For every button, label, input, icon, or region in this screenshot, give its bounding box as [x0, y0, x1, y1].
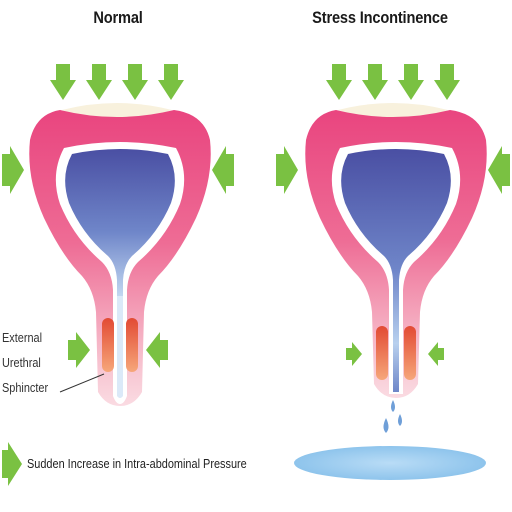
- stress-bladder: [276, 64, 510, 480]
- pressure-arrow-icon: [326, 64, 352, 100]
- pressure-arrow-icon: [2, 146, 24, 194]
- drop-icon: [398, 414, 402, 426]
- urethra: [117, 296, 123, 398]
- bladder-dome: [62, 103, 172, 119]
- pressure-arrow-icon: [362, 64, 388, 100]
- pressure-arrow-icon: [276, 146, 298, 194]
- normal-bladder: [2, 64, 234, 406]
- pressure-arrow-icon: [346, 342, 362, 366]
- pressure-arrow-icon: [488, 146, 510, 194]
- pressure-arrow-icon: [122, 64, 148, 100]
- pressure-arrow-icon: [428, 342, 444, 366]
- urine-puddle: [294, 446, 486, 480]
- title-normal: Normal: [93, 8, 143, 27]
- sphincter-left: [376, 326, 388, 380]
- pressure-arrow-icon: [86, 64, 112, 100]
- pressure-arrow-icon: [50, 64, 76, 100]
- sphincter-leader-line: [59, 373, 105, 393]
- pressure-arrow-icon: [146, 332, 168, 368]
- pressure-arrow-icon: [68, 332, 90, 368]
- urine: [341, 149, 451, 392]
- legend-pressure-arrow-icon: [2, 442, 22, 486]
- pressure-arrow-icon: [212, 146, 234, 194]
- urine-leak-drops: [383, 400, 402, 433]
- pressure-arrow-icon: [398, 64, 424, 100]
- pressure-arrow-icon: [158, 64, 184, 100]
- drop-icon: [383, 418, 389, 433]
- sphincter-right: [126, 318, 138, 372]
- sphincter-label-line1: External: [2, 330, 43, 345]
- legend-text: Sudden Increase in Intra-abdominal Press…: [27, 456, 247, 471]
- stress-top-pressure-arrows: [326, 64, 460, 100]
- drop-icon: [391, 400, 395, 412]
- sphincter-label-line3: Sphincter: [2, 380, 49, 395]
- urine: [65, 149, 175, 300]
- normal-top-pressure-arrows: [50, 64, 184, 100]
- title-stress-incontinence: Stress Incontinence: [312, 8, 448, 27]
- pressure-arrow-icon: [434, 64, 460, 100]
- sphincter-left: [102, 318, 114, 372]
- bladder-dome: [338, 103, 448, 119]
- sphincter-right: [404, 326, 416, 380]
- sphincter-label-line2: Urethral: [2, 355, 41, 370]
